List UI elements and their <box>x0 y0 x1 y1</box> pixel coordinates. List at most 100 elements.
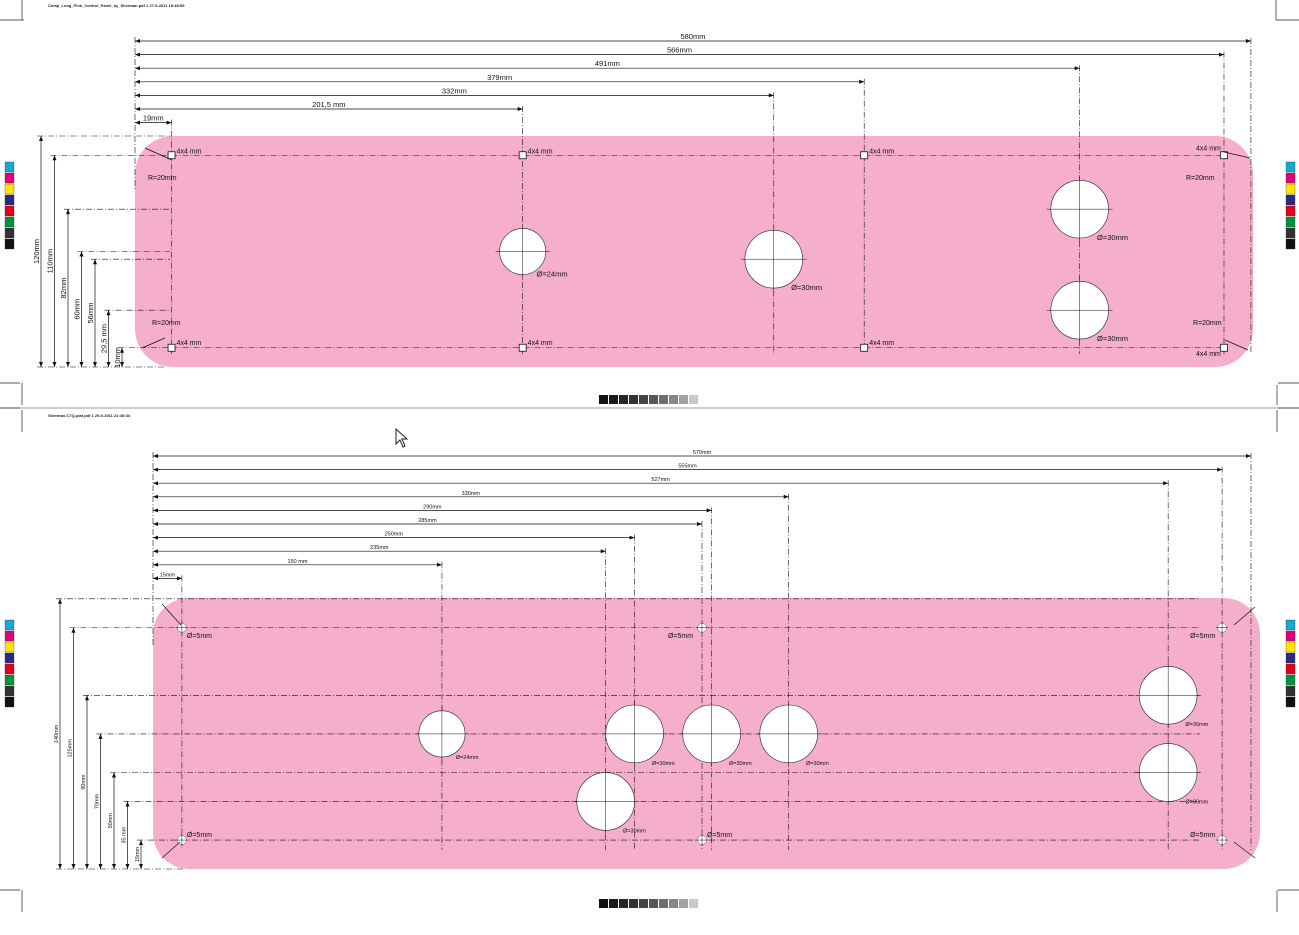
dimension-arrow <box>66 209 70 215</box>
dimension-arrow <box>153 494 158 499</box>
dimension-arrow <box>66 362 70 367</box>
width-dimension-label: 491mm <box>595 59 620 68</box>
square-size-label: 4x4 mm <box>869 148 894 155</box>
dimension-arrow <box>58 598 62 604</box>
dimension-arrow <box>85 695 89 701</box>
dimension-arrow <box>106 362 111 367</box>
color-bar-icon <box>4 674 15 686</box>
square-size-label: 4x4 mm <box>177 340 202 347</box>
dimension-arrow <box>1218 52 1224 57</box>
color-bar-icon <box>4 183 15 195</box>
hole-diameter-label: Ø=30mm <box>623 828 646 834</box>
width-dimension-label: 580mm <box>680 32 705 41</box>
height-dimension-label: 70mm <box>95 793 101 809</box>
dimension-arrow <box>93 362 97 367</box>
grayscale-bar-icon <box>599 395 608 404</box>
dimension-arrow <box>153 522 158 526</box>
hole-diameter-label: Ø=24mm <box>537 270 568 279</box>
dimension-arrow <box>153 562 158 567</box>
dimension-arrow <box>52 155 57 161</box>
panel-body <box>135 136 1253 367</box>
dimension-arrow <box>153 508 158 513</box>
hole-diameter-label: Ø=30mm <box>1097 334 1128 343</box>
height-dimension-label: 35 mm <box>122 826 128 843</box>
mounting-square <box>1220 151 1228 160</box>
hole-diameter-label: Ø=30mm <box>1185 799 1208 805</box>
radius-leader-line <box>1224 339 1249 351</box>
width-dimension-label: 19mm <box>143 114 164 123</box>
square-size-label: 4x4 mm <box>177 148 202 155</box>
height-dimension-label: 125mm <box>68 739 74 758</box>
hole-diameter-label: Ø=30mm <box>652 761 675 767</box>
height-dimension-label: 82mm <box>59 278 68 299</box>
bottom-file-header: Sherman-C7Q-plat.pdf 1 29-9-2011 22:45:3… <box>48 413 131 418</box>
screw-hole-label: Ø=5mm <box>187 832 212 839</box>
width-dimension-label: 250mm <box>385 532 404 538</box>
radius-leader-line <box>161 841 181 859</box>
color-bar-icon <box>1285 227 1296 239</box>
mounting-square <box>518 151 527 160</box>
width-dimension-label: 330mm <box>462 491 481 497</box>
dimension-arrow <box>98 864 103 869</box>
color-bar-icon <box>1285 630 1296 642</box>
dimension-arrow <box>153 481 158 486</box>
height-dimension-label: 56mm <box>86 303 95 324</box>
dimension-arrow <box>153 535 158 540</box>
width-dimension-label: 15mm <box>160 572 176 578</box>
color-bar-icon <box>4 696 15 708</box>
hole-diameter-label: Ø=30mm <box>791 283 822 292</box>
square-size-label: 4x4 mm <box>528 148 553 155</box>
color-bar-icon <box>1285 161 1296 173</box>
dimension-arrow <box>139 840 143 846</box>
color-bar-icon <box>1285 641 1296 653</box>
dimension-arrow <box>696 522 702 526</box>
grayscale-bar-icon <box>679 899 688 908</box>
bottom-panel-drawing: 570mm555mm527mm330mm290mm285mm250mm235mm… <box>54 450 1260 870</box>
dimension-arrow <box>52 362 57 367</box>
grayscale-bar-icon <box>649 395 658 404</box>
width-dimension-label: 235mm <box>370 545 389 551</box>
dimension-arrow <box>112 864 116 869</box>
grayscale-bar-icon <box>629 899 638 908</box>
corner-radius-label: R=20mm <box>1193 320 1222 327</box>
color-bar-icon <box>1285 172 1296 184</box>
dimension-arrow <box>1245 454 1251 458</box>
screw-hole-label: Ø=5mm <box>668 633 693 640</box>
hole-diameter-label: Ø=30mm <box>729 761 752 767</box>
dimension-arrow <box>98 733 103 739</box>
width-dimension-label: 290mm <box>423 504 442 510</box>
grayscale-bar-icon <box>609 395 618 404</box>
width-dimension-label: 379mm <box>487 73 512 82</box>
grayscale-bar-icon <box>669 395 678 404</box>
dimension-arrow <box>600 549 606 554</box>
height-dimension-label: 140mm <box>54 724 60 743</box>
grayscale-bar-icon <box>639 395 648 404</box>
hole-diameter-label: Ø=24mm <box>456 755 479 761</box>
dimension-arrow <box>706 508 712 513</box>
color-bar-icon <box>4 663 15 675</box>
color-bar-icon <box>1285 238 1296 250</box>
color-bar-icon <box>1285 652 1296 664</box>
dimension-arrow <box>135 120 140 125</box>
dimension-arrow <box>135 39 140 43</box>
dimension-arrow <box>139 864 143 869</box>
dimension-arrow <box>135 93 140 98</box>
height-dimension-label: 110mm <box>46 249 55 273</box>
grayscale-bar-icon <box>609 899 618 908</box>
dimension-arrow <box>39 136 43 141</box>
color-bar-icon <box>1285 216 1296 228</box>
height-dimension-label: 29,5 mm <box>100 324 109 353</box>
dimension-arrow <box>153 549 158 554</box>
radius-leader-line <box>1223 151 1251 159</box>
color-bar-icon <box>4 161 15 173</box>
width-dimension-label: 527mm <box>651 477 670 483</box>
dimension-arrow <box>79 362 84 367</box>
height-dimension-label: 120mm <box>32 239 41 264</box>
color-bar-icon <box>1285 674 1296 686</box>
color-bar-icon <box>4 630 15 642</box>
mounting-square <box>860 343 869 352</box>
width-dimension-label: 566mm <box>667 46 692 55</box>
dimension-arrow <box>79 251 84 257</box>
height-dimension-label: 60mm <box>73 299 82 320</box>
dimension-arrow <box>176 576 182 581</box>
